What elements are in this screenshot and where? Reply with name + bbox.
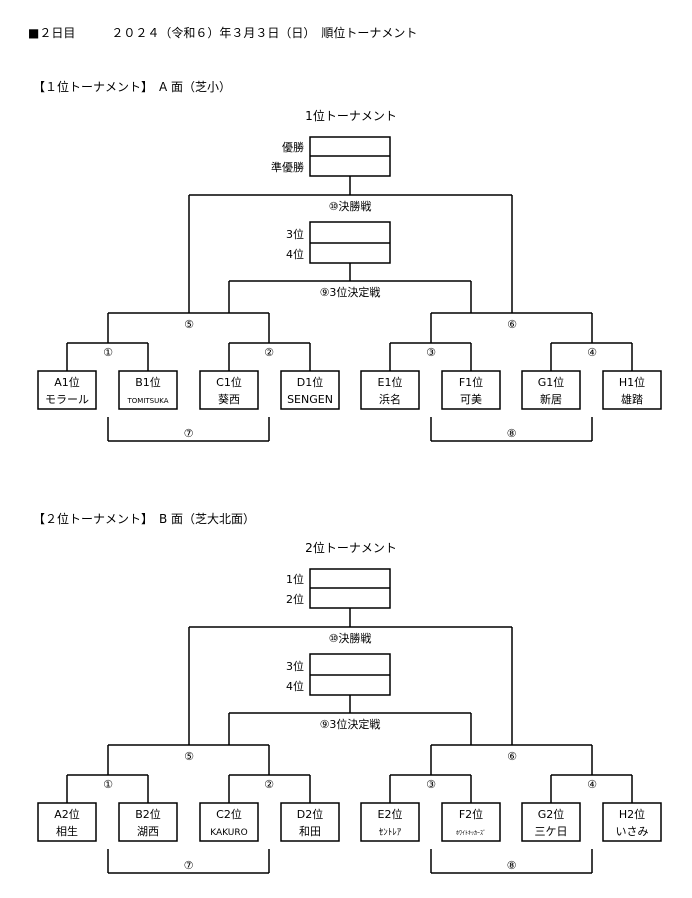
team-name: SENGEN: [287, 393, 333, 406]
team-box: [521, 370, 581, 410]
team-seed: D2位: [297, 807, 323, 821]
team-box: [118, 370, 178, 410]
team-box: [280, 802, 340, 842]
podium-label-fourth: 4位: [286, 679, 304, 693]
team-name: ｾﾝﾄﾚｱ: [379, 827, 402, 838]
crossover-label: ⑧: [507, 859, 517, 872]
team-box: [441, 802, 501, 842]
quarter-label: ①: [103, 346, 113, 359]
final-label: ⑩決勝戦: [329, 199, 372, 213]
quarter-label: ③: [426, 778, 436, 791]
quarter-label: ①: [103, 778, 113, 791]
bracket-title-1: 1位トーナメント: [305, 109, 397, 123]
podium-label-second: 2位: [286, 592, 304, 606]
team-name: 可美: [460, 393, 482, 406]
crossover-label: ⑦: [184, 427, 194, 440]
team-box: [37, 370, 97, 410]
team-box: [199, 370, 259, 410]
team-name: 湖西: [137, 825, 159, 838]
team-name: 三ケ日: [535, 825, 568, 838]
section-heading-2: 【２位トーナメント】 B 面（芝大北面）: [33, 512, 256, 526]
team-box: [280, 370, 340, 410]
team-name: 雄踏: [621, 392, 643, 406]
quarter-label: ②: [264, 778, 274, 791]
team-name: 浜名: [379, 392, 401, 406]
crossover-label: ⑧: [507, 427, 517, 440]
team-box: [37, 802, 97, 842]
team-seed: G1位: [538, 375, 565, 389]
podium-label-second: 準優勝: [271, 160, 304, 174]
team-seed: C2位: [216, 807, 242, 821]
page-header: ■２日目 ２０２４（令和６）年３月３日（日） 順位トーナメント: [28, 26, 418, 40]
team-name: TOMITSUKA: [127, 397, 169, 405]
team-name: ﾎﾜｲﾄｷｯｶｰｽﾞ: [456, 830, 486, 837]
semi-label: ⑥: [507, 750, 517, 763]
third-place-label: ⑨3位決定戦: [320, 717, 381, 731]
team-name: いさみ: [616, 825, 649, 838]
semi-label: ⑤: [184, 750, 194, 763]
team-box: [602, 370, 662, 410]
team-name: KAKURO: [210, 828, 248, 838]
team-name: 和田: [299, 825, 321, 838]
team-box: [360, 802, 420, 842]
team-seed: H2位: [619, 807, 645, 821]
podium-label-third: 3位: [286, 659, 304, 673]
third-place-label: ⑨3位決定戦: [320, 285, 381, 299]
team-seed: F2位: [459, 807, 483, 821]
final-label: ⑩決勝戦: [329, 631, 372, 645]
team-seed: C1位: [216, 375, 242, 389]
team-box: [118, 802, 178, 842]
quarter-label: ④: [587, 346, 597, 359]
team-seed: D1位: [297, 375, 323, 389]
semi-label: ⑤: [184, 318, 194, 331]
quarter-label: ④: [587, 778, 597, 791]
podium-label-first: 1位: [286, 572, 304, 586]
team-box: [360, 370, 420, 410]
team-seed: A2位: [54, 807, 80, 821]
quarter-label: ②: [264, 346, 274, 359]
team-box: [441, 370, 501, 410]
crossover-label: ⑦: [184, 859, 194, 872]
team-seed: E1位: [378, 375, 403, 389]
team-box: [199, 802, 259, 842]
team-name: モラール: [45, 393, 89, 406]
team-name: 新居: [540, 392, 562, 406]
semi-label: ⑥: [507, 318, 517, 331]
team-seed: H1位: [619, 375, 645, 389]
quarter-label: ③: [426, 346, 436, 359]
podium-label-first: 優勝: [282, 140, 304, 154]
team-seed: B1位: [135, 375, 161, 389]
team-box: [521, 802, 581, 842]
section-heading-1: 【１位トーナメント】 A 面（芝小）: [33, 80, 232, 94]
bracket-title-2: 2位トーナメント: [305, 541, 397, 555]
team-seed: E2位: [378, 807, 403, 821]
team-seed: A1位: [54, 375, 80, 389]
team-box: [602, 802, 662, 842]
team-seed: B2位: [135, 807, 161, 821]
podium-label-third: 3位: [286, 227, 304, 241]
team-seed: G2位: [538, 807, 565, 821]
podium-label-fourth: 4位: [286, 247, 304, 261]
team-seed: F1位: [459, 375, 483, 389]
team-name: 葵西: [218, 393, 240, 406]
team-name: 相生: [56, 824, 78, 838]
